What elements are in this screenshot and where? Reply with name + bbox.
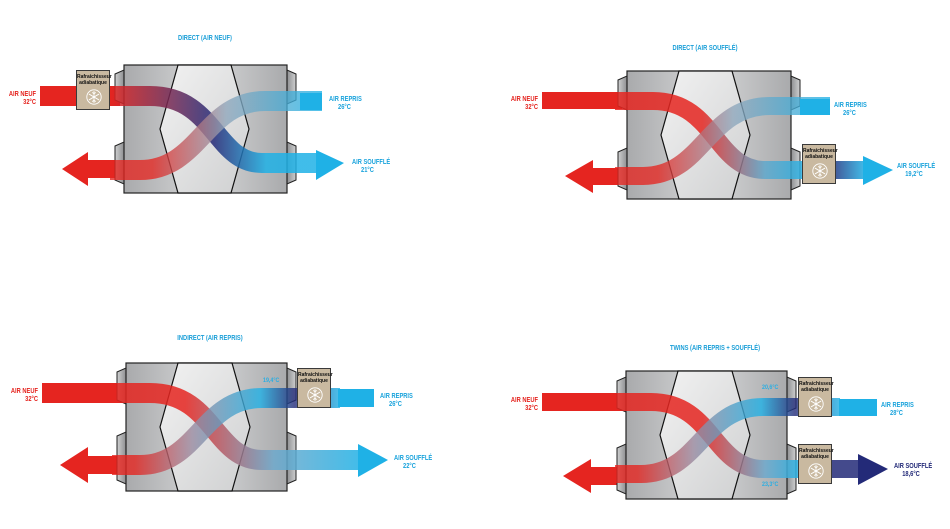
exchanger-diagram — [42, 362, 388, 492]
air-souffle-label: AIR SOUFFLÉ 21°C — [352, 159, 391, 174]
flow-air-repris — [110, 91, 322, 180]
internal-temp-top: 20,6°C — [762, 384, 779, 391]
air-neuf-label: AIR NEUF 32°C — [510, 397, 538, 412]
air-souffle-arrowhead — [863, 156, 893, 185]
internal-temp: 19,4°C — [263, 377, 280, 384]
snowflake-icon — [808, 396, 824, 412]
panel-twins: TWINS (AIR REPRIS + SOUFFLÉ) 20,6°C 23,3… — [475, 264, 950, 529]
snowflake-icon — [307, 387, 323, 403]
exhaust-arrow — [563, 459, 621, 493]
air-repris-label: AIR REPRIS 26°C — [834, 102, 867, 117]
exchanger-diagram — [542, 70, 893, 200]
internal-temp-bottom: 23,3°C — [762, 481, 779, 488]
panel-title: INDIRECT (AIR REPRIS) — [177, 335, 243, 342]
air-souffle-label: AIR SOUFFLÉ 22°C — [394, 455, 433, 470]
air-souffle-arrowhead — [858, 454, 888, 485]
air-neuf-label: AIR NEUF 32°C — [8, 91, 36, 106]
air-souffle-label: AIR SOUFFLÉ 18,6°C — [894, 463, 933, 478]
air-repris-label: AIR REPRIS 28°C — [881, 402, 914, 417]
snowflake-icon — [86, 89, 102, 105]
panel-title: TWINS (AIR REPRIS + SOUFFLÉ) — [669, 345, 761, 352]
exchanger-diagram — [542, 370, 888, 500]
panel-indirect-air-repris: INDIRECT (AIR REPRIS) 19,4°C Rafraichiss… — [0, 264, 475, 529]
snowflake-icon — [808, 463, 824, 479]
exchanger-diagram — [40, 64, 344, 194]
snowflake-icon — [812, 163, 828, 179]
flow-air-repris — [112, 388, 340, 475]
exhaust-arrow — [565, 160, 622, 193]
air-neuf-label: AIR NEUF 32°C — [10, 388, 38, 403]
flow-air-repris — [615, 97, 830, 185]
exhaust-arrow — [60, 447, 128, 483]
air-neuf-label: AIR NEUF 32°C — [510, 96, 538, 111]
air-souffle-label: AIR SOUFFLÉ 19,2°C — [897, 163, 936, 178]
air-neuf-stripe — [42, 383, 122, 403]
air-neuf-stripe — [542, 92, 622, 109]
panel-title: DIRECT (AIR SOUFFLÉ) — [672, 45, 738, 52]
air-repris-label: AIR REPRIS 26°C — [380, 393, 413, 408]
air-souffle-arrowhead — [358, 444, 388, 477]
air-repris-label: AIR REPRIS 26°C — [329, 96, 362, 111]
air-neuf-stripe — [542, 393, 622, 411]
panel-title: DIRECT (AIR NEUF) — [178, 35, 232, 42]
air-souffle-arrowhead — [316, 150, 344, 180]
flow-air-repris — [615, 398, 840, 483]
